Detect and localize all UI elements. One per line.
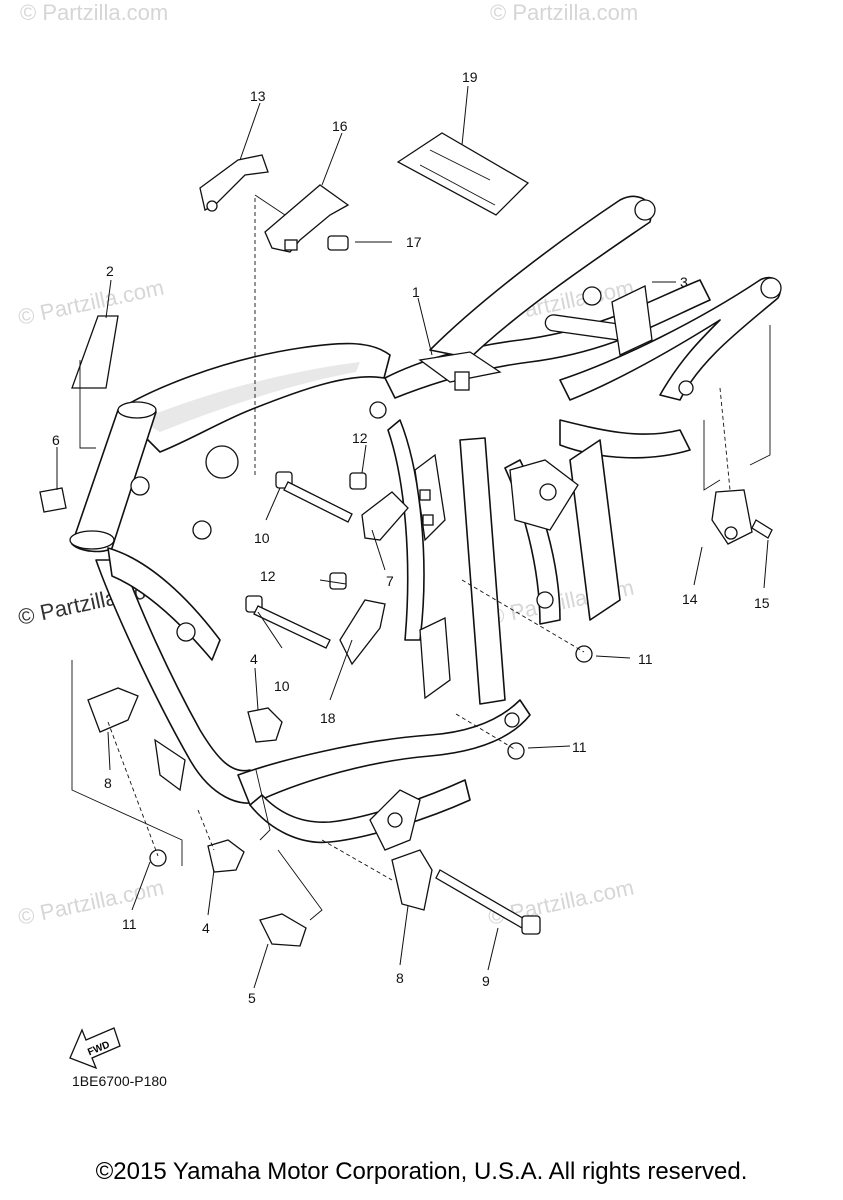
part-label-6: 6	[52, 432, 60, 448]
part-label-5: 5	[248, 990, 256, 1006]
decal-part-2	[71, 315, 119, 389]
watermark: © Partzilla.com	[486, 875, 636, 930]
part-label-14: 14	[682, 591, 698, 607]
bolt-part-9	[435, 869, 541, 935]
bolt-part-17	[327, 235, 349, 251]
part-label-2: 2	[106, 263, 114, 279]
clamp-part-5	[259, 913, 307, 947]
nut-part-11	[507, 742, 525, 760]
motorcycle-frame	[69, 195, 782, 851]
part-label-10: 10	[254, 530, 270, 546]
nut-part-11	[575, 645, 593, 663]
watermark: © Partzilla.com	[16, 275, 166, 330]
nut-part-12	[349, 472, 367, 490]
part-label-12: 12	[352, 430, 368, 446]
bolt-part-10	[245, 595, 331, 649]
bracket-part-16	[264, 184, 350, 253]
plate-part-3	[611, 285, 653, 356]
damper-part-14	[711, 489, 753, 545]
fwd-arrow-icon: FWD	[69, 1027, 121, 1070]
part-label-16: 16	[332, 118, 348, 134]
bolt-part-15	[751, 519, 773, 539]
watermark: © Partzilla.com	[20, 0, 168, 25]
part-label-13: 13	[250, 88, 266, 104]
part-label-9: 9	[482, 973, 490, 989]
plate-part-8	[87, 687, 139, 733]
decal-part-6	[39, 487, 67, 513]
part-label-1: 1	[412, 284, 420, 300]
part-label-18: 18	[320, 710, 336, 726]
part-label-3: 3	[680, 274, 688, 290]
part-label-4: 4	[202, 920, 210, 936]
part-label-12: 12	[260, 568, 276, 584]
part-label-8: 8	[104, 775, 112, 791]
plate-part-7	[361, 491, 409, 541]
copyright-notice: ©2015 Yamaha Motor Corporation, U.S.A. A…	[95, 1158, 748, 1185]
part-label-11: 11	[638, 651, 653, 667]
part-label-17: 17	[406, 234, 422, 250]
part-label-8: 8	[396, 970, 404, 986]
part-label-10: 10	[274, 678, 290, 694]
part-label-15: 15	[754, 595, 770, 611]
bracket-part-13	[199, 154, 269, 211]
leader-lines	[56, 85, 771, 989]
part-label-11: 11	[572, 739, 587, 755]
part-label-4: 4	[250, 651, 258, 667]
plate-part-8	[391, 849, 433, 911]
watermark: © Partzilla.com	[490, 0, 638, 25]
small-parts: FWD	[39, 132, 773, 1070]
nut-part-12	[329, 572, 347, 590]
part-label-19: 19	[462, 69, 478, 85]
part-label-7: 7	[386, 573, 394, 589]
nut-part-11	[149, 849, 167, 867]
watermark: © Partzilla.com	[16, 875, 166, 930]
bolt-part-10	[275, 471, 353, 523]
callout-labels: 1 2 3 4 4 5 6 7 8 8 9 10 10 11 11 11 11 …	[52, 69, 770, 1006]
clamp-part-4	[207, 839, 245, 873]
part-label-11: 11	[122, 916, 137, 932]
tool-bag-part	[396, 132, 530, 216]
diagram-code: 1BE6700-P180	[72, 1073, 167, 1089]
clamp-part-4	[247, 707, 283, 743]
plate-part-18	[339, 599, 386, 666]
